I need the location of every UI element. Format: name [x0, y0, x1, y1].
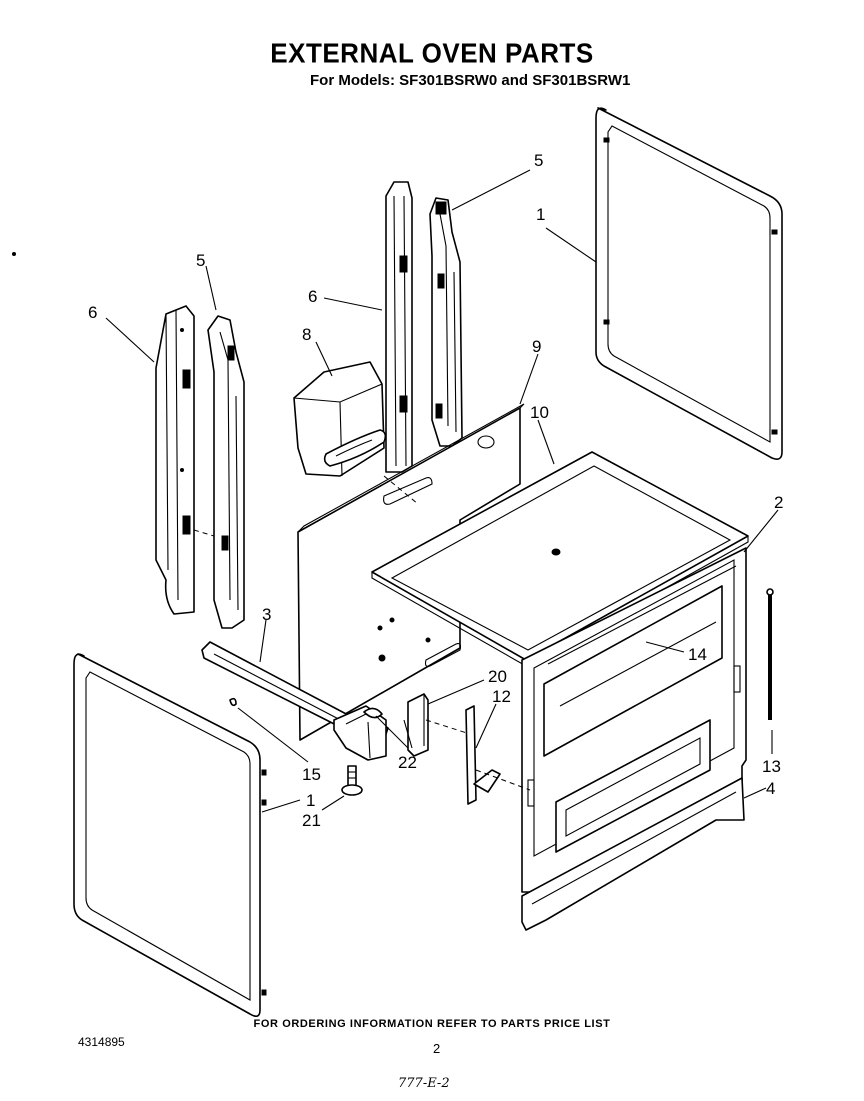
callout-10: 10 [530, 403, 549, 422]
document-number: 4314895 [78, 1035, 125, 1049]
callout-8: 8 [302, 325, 311, 344]
callout-12: 12 [492, 687, 511, 706]
page-number: 2 [433, 1041, 441, 1056]
callout-4: 4 [766, 779, 775, 798]
clip-fastener [363, 707, 383, 719]
leader-lines [105, 169, 779, 813]
callout-labels: 1 1 2 3 4 5 5 6 6 8 9 10 12 13 14 15 20 … [88, 151, 783, 830]
callout-9: 9 [532, 337, 541, 356]
oven-rail-left [207, 315, 245, 629]
callout-5-right: 5 [534, 151, 543, 170]
callout-15: 15 [302, 765, 321, 784]
door-strip [547, 565, 737, 665]
door-hinge [465, 705, 501, 805]
side-channel-left [155, 305, 195, 615]
kick-panel [521, 777, 745, 931]
callout-6-left: 6 [88, 303, 97, 322]
hinge-bracket [407, 693, 429, 757]
callout-14: 14 [688, 645, 707, 664]
callout-2: 2 [774, 493, 783, 512]
leveling-leg [341, 765, 363, 796]
callout-21: 21 [302, 811, 321, 830]
model-subtitle: For Models: SF301BSRW0 and SF301BSRW1 [310, 72, 631, 89]
screw [229, 697, 237, 707]
vent-duct [293, 361, 387, 477]
callout-1-lower: 1 [306, 791, 315, 810]
callout-1-upper: 1 [536, 205, 545, 224]
rear-channel-right [385, 181, 413, 473]
page-title: EXTERNAL OVEN PARTS [270, 37, 594, 69]
callout-22: 22 [398, 753, 417, 772]
hinge-rod [766, 588, 774, 720]
ordering-info-note: FOR ORDERING INFORMATION REFER TO PARTS … [253, 1018, 611, 1030]
callout-13: 13 [762, 757, 781, 776]
callout-5-left: 5 [196, 251, 205, 270]
side-panel-right [595, 107, 783, 460]
side-panel-left [73, 653, 267, 1018]
callout-6-right: 6 [308, 287, 317, 306]
callout-20: 20 [488, 667, 507, 686]
handwritten-code: 777-E-2 [398, 1076, 450, 1091]
callout-3: 3 [262, 605, 271, 624]
oven-rail-right [429, 197, 463, 447]
